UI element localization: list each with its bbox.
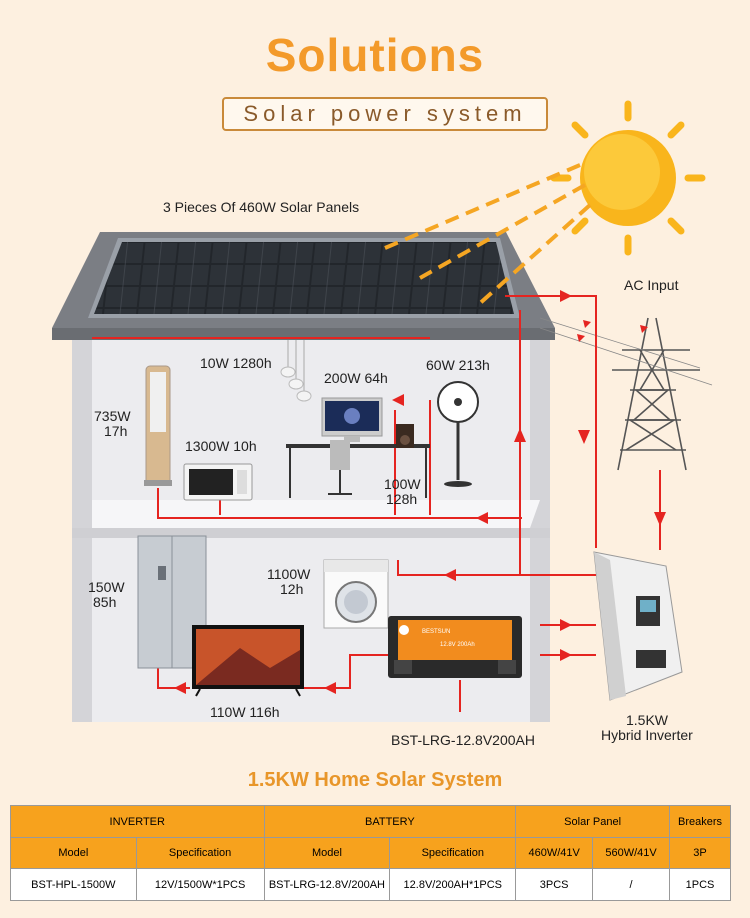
col-header: 3P (669, 837, 731, 869)
tv-label: 110W 116h (210, 704, 280, 720)
tv-icon (192, 625, 304, 697)
table-cell: 1PCS (669, 868, 731, 901)
tower-heater-icon (144, 365, 172, 486)
heater-label-hours: 17h (104, 423, 128, 439)
battery-label: BST-LRG-12.8V200AH (391, 732, 535, 748)
inverter-label-type: Hybrid Inverter (601, 727, 693, 743)
subtitle: Solar power system (243, 101, 527, 126)
sun-rays (384, 163, 592, 307)
col-header: Model (10, 837, 137, 869)
power-tower-icon (539, 317, 713, 471)
fridge-label-hours: 85h (93, 594, 117, 610)
col-header: Model (263, 837, 391, 869)
speaker-label-hours: 128h (386, 491, 418, 507)
group-solar-panel: Solar Panel (515, 805, 671, 838)
battery-brand: BESTSUN (422, 629, 450, 635)
group-inverter: INVERTER (10, 805, 265, 838)
washer-label-hours: 12h (280, 581, 304, 597)
col-header: Specification (389, 837, 517, 869)
flow-arrows (174, 290, 666, 694)
speaker-label-power: 100W (384, 476, 421, 492)
heater-label-power: 735W (94, 408, 131, 424)
solar-panel (88, 238, 520, 318)
table-cell: / (592, 868, 671, 901)
table-cell: BST-LRG-12.8V/200AH (263, 868, 391, 901)
col-header: Specification (135, 837, 265, 869)
page-title: Solutions (265, 29, 485, 81)
table-row: BST-HPL-1500W 12V/1500W*1PCS BST-LRG-12.… (10, 868, 731, 901)
solar-system-diagram: BESTSUN 12.8V 200Ah (52, 100, 713, 722)
system-title: 1.5KW Home Solar System (247, 769, 503, 791)
spec-table: INVERTER BATTERY Solar Panel Breakers Mo… (10, 805, 731, 901)
group-battery: BATTERY (263, 805, 517, 838)
fan-icon (437, 381, 479, 487)
wiring (92, 295, 661, 712)
battery-spec-label: 12.8V 200Ah (440, 642, 475, 648)
fridge-label-power: 150W (88, 579, 125, 595)
washing-machine-icon (323, 559, 389, 629)
table-cell: BST-HPL-1500W (10, 868, 137, 901)
fan-label: 60W 213h (426, 357, 490, 373)
microwave-label: 1300W 10h (185, 438, 257, 454)
monitor-icon (321, 397, 383, 442)
col-header: 560W/41V (592, 837, 671, 869)
table-cell: 12V/1500W*1PCS (135, 868, 265, 901)
inverter-label-power: 1.5KW (626, 712, 669, 728)
group-breakers: Breakers (669, 805, 731, 838)
lamp-icon (280, 340, 312, 402)
battery-icon (388, 616, 522, 678)
microwave-icon (183, 463, 253, 501)
table-cell: 12.8V/200AH*1PCS (389, 868, 517, 901)
inverter-icon (593, 551, 683, 701)
lamp-label: 10W 1280h (200, 355, 272, 371)
panels-label: 3 Pieces Of 460W Solar Panels (163, 199, 360, 215)
table-cell: 3PCS (515, 868, 594, 901)
speaker-icon (396, 424, 414, 448)
col-header: 460W/41V (515, 837, 594, 869)
subtitle-box: Solar power system (222, 97, 548, 131)
monitor-label: 200W 64h (324, 370, 388, 386)
ac-input-label: AC Input (624, 277, 679, 293)
sun-icon (550, 100, 706, 256)
washer-label-power: 1100W (267, 566, 311, 582)
